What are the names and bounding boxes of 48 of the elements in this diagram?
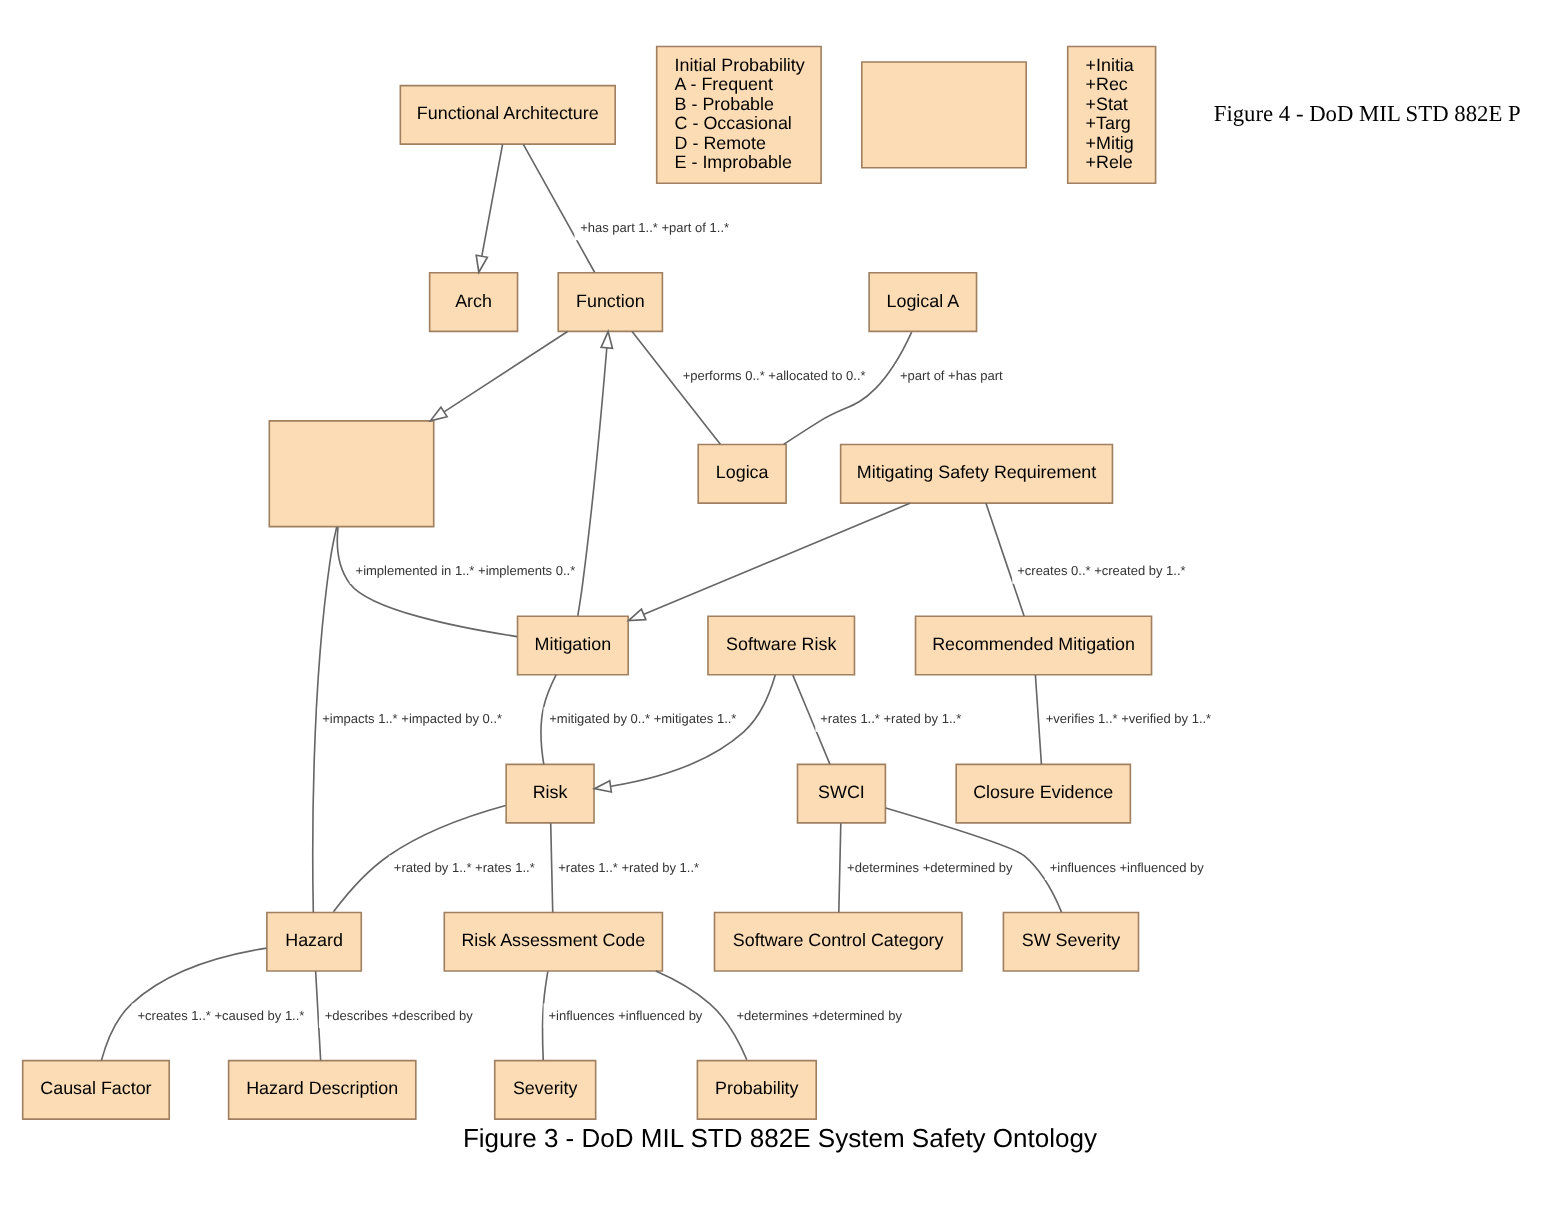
connector: [631, 330, 722, 446]
node-box: Arch: [428, 271, 519, 333]
caption: Figure 3 - DoD MIL STD 882E System Safety Ontology: [462, 1122, 1098, 1153]
connector: [540, 674, 557, 766]
node-box: Causal Factor: [21, 1059, 170, 1120]
node-box: SWCI: [796, 763, 887, 824]
connector: [100, 947, 268, 1062]
connector: [314, 970, 322, 1062]
arrow: [577, 329, 614, 617]
connector: [838, 822, 842, 914]
connector: [782, 331, 913, 446]
connector: [311, 526, 338, 914]
node-box: Risk Assessment Code: [443, 911, 664, 972]
node-box: Hazard: [266, 911, 363, 972]
node-box: Closure Evidence: [955, 763, 1132, 824]
node-box: Software Control Category: [713, 911, 963, 972]
node-box: Initial Probability A - Frequent B - Probable C - Occasional D - Remote E - Improbable: [655, 45, 822, 185]
arrow: [475, 143, 504, 275]
connector: [541, 970, 549, 1061]
node-box: Logica: [697, 443, 787, 504]
connector: [522, 143, 596, 274]
node-box: Hazard Description: [227, 1059, 417, 1120]
node-box: Mitigation: [516, 615, 630, 676]
node-box: Risk: [505, 763, 595, 824]
node-box: Logical A: [868, 271, 978, 333]
arrow: [592, 674, 777, 793]
node-box: [860, 61, 1027, 169]
node-box: Recommended Mitigation: [914, 615, 1153, 676]
node-box: Probability: [696, 1059, 818, 1120]
node-box: Mitigating Safety Requirement: [839, 443, 1114, 504]
connector: [884, 807, 1063, 913]
connector: [985, 502, 1025, 617]
node-box: Software Risk: [707, 615, 856, 676]
node-box: [268, 420, 435, 528]
node-box: Severity: [493, 1059, 597, 1120]
connector: [336, 526, 518, 638]
label: Figure 4 - DoD MIL STD 882E P: [1213, 102, 1521, 127]
connector: [332, 804, 507, 913]
arrow: [428, 330, 569, 423]
node-box: Functional Architecture: [399, 84, 616, 145]
connector: [654, 970, 748, 1061]
node-box: +Initia +Rec +Stat +Targ +Mitig +Rele: [1066, 45, 1157, 185]
connector: [549, 822, 554, 914]
arrow: [626, 502, 911, 622]
node-box: Function: [557, 271, 664, 333]
node-box: SW Severity: [1002, 911, 1140, 972]
connector: [792, 674, 831, 765]
connector: [1034, 674, 1043, 765]
